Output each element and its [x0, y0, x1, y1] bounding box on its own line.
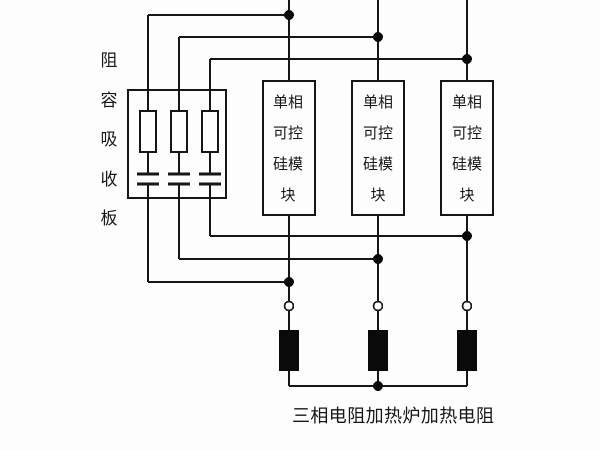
junction-dot: [373, 381, 383, 391]
junction-dot: [284, 10, 294, 20]
junction-dots: [284, 10, 472, 391]
heater-resistor-1: [279, 330, 299, 371]
output-terminals: [283, 300, 473, 312]
junction-dot: [373, 254, 383, 264]
rc-resistor-1: [139, 110, 157, 153]
heater-resistor-3: [457, 330, 477, 371]
rc-resistor-3: [201, 110, 219, 153]
junction-dot: [462, 231, 472, 241]
terminal-circle-3: [461, 300, 473, 312]
junction-dot: [462, 54, 472, 64]
rc-capacitors: [137, 172, 221, 186]
rc-absorber-board-label: 阻容吸收板: [100, 51, 118, 229]
junction-dot: [284, 277, 294, 287]
scr-module-3-label: 单相可控硅模块: [451, 93, 482, 204]
heater-resistor-2: [368, 330, 388, 371]
scr-module-1-label: 单相可控硅模块: [272, 93, 303, 204]
heater-caption: 三相电阻加热炉加热电阻: [292, 406, 495, 427]
rc-resistor-2: [170, 110, 188, 153]
terminal-circle-1: [283, 300, 295, 312]
junction-dot: [373, 32, 383, 42]
rc-board-box: [127, 89, 227, 199]
scr-module-2-label: 单相可控硅模块: [362, 93, 393, 204]
terminal-circle-2: [372, 300, 384, 312]
